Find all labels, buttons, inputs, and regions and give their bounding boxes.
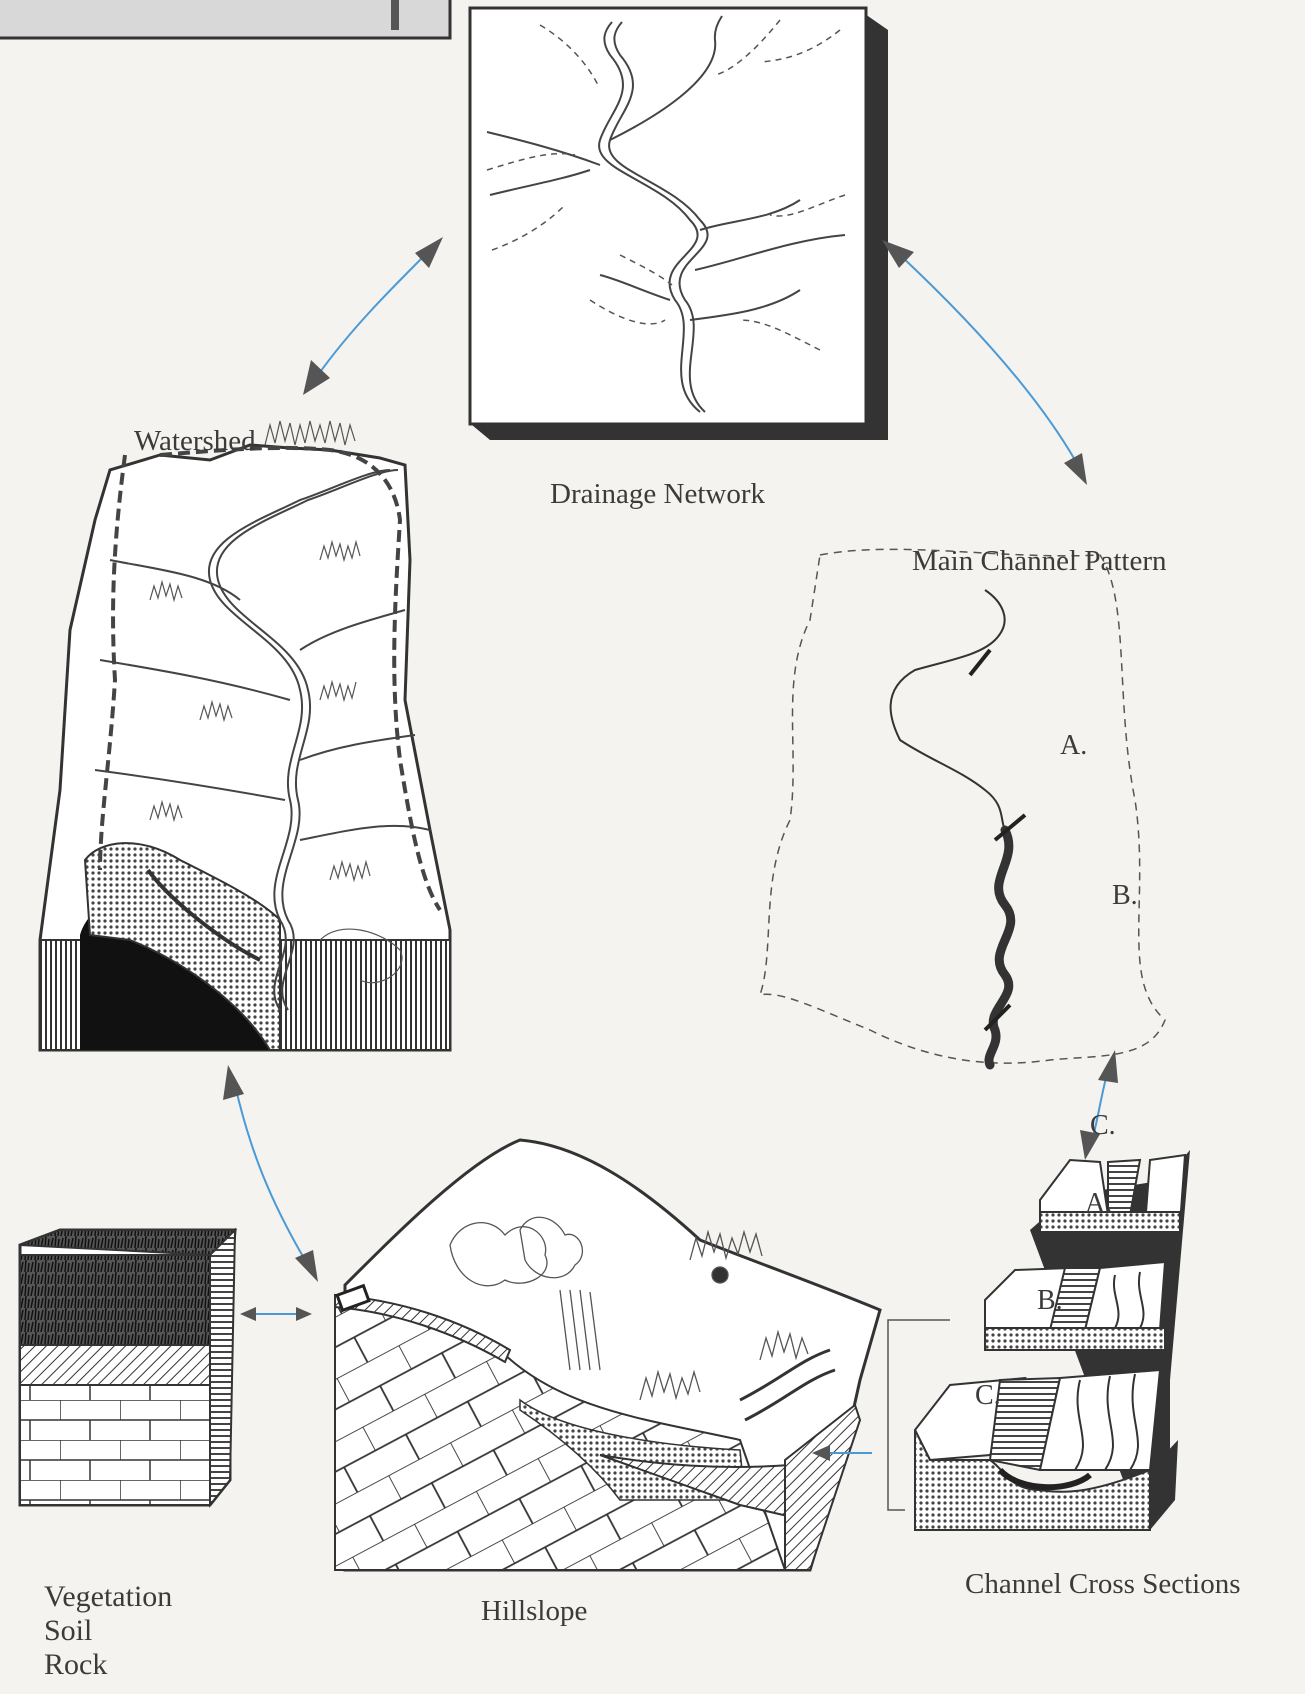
main-channel-pattern-block	[760, 549, 1165, 1065]
arrowhead	[1064, 453, 1087, 485]
hillslope-block	[335, 1140, 880, 1570]
arrowhead	[296, 1307, 312, 1321]
pattern-section-a-label: A.	[1060, 730, 1087, 762]
drainage-network-label: Drainage Network	[550, 478, 765, 511]
arrowhead	[223, 1065, 244, 1100]
pattern-section-b-label: B.	[1112, 880, 1138, 912]
soil-column-block	[20, 1230, 235, 1505]
watershed-label: Watershed	[134, 425, 256, 458]
drainage-network-block	[470, 8, 888, 440]
cross-section-c-label: C.	[975, 1380, 1001, 1412]
arrowhead	[240, 1307, 256, 1321]
header-box-corner	[0, 0, 450, 38]
hillslope-label: Hillslope	[481, 1595, 587, 1628]
arrow-watershed-drainage	[318, 255, 425, 375]
soil-label: Soil	[44, 1614, 172, 1648]
pattern-section-c-label: C.	[1090, 1110, 1116, 1142]
main-channel-pattern-label: Main Channel Pattern	[912, 545, 1167, 578]
layer-labels: Vegetation Soil Rock	[44, 1580, 172, 1682]
channel-cross-sections-label: Channel Cross Sections	[965, 1568, 1241, 1601]
watershed-block	[40, 421, 450, 1050]
vegetation-label: Vegetation	[44, 1580, 172, 1614]
cross-section-a-label: A.	[1085, 1188, 1112, 1220]
rock-label: Rock	[44, 1648, 172, 1682]
arrowhead	[295, 1250, 318, 1282]
arrow-watershed-hillslope	[235, 1085, 305, 1260]
channel-cross-sections-block	[888, 1150, 1190, 1530]
arrow-drainage-mainchannel	[900, 255, 1075, 460]
arrowhead	[415, 237, 443, 268]
cross-section-b-label: B.	[1037, 1285, 1063, 1317]
